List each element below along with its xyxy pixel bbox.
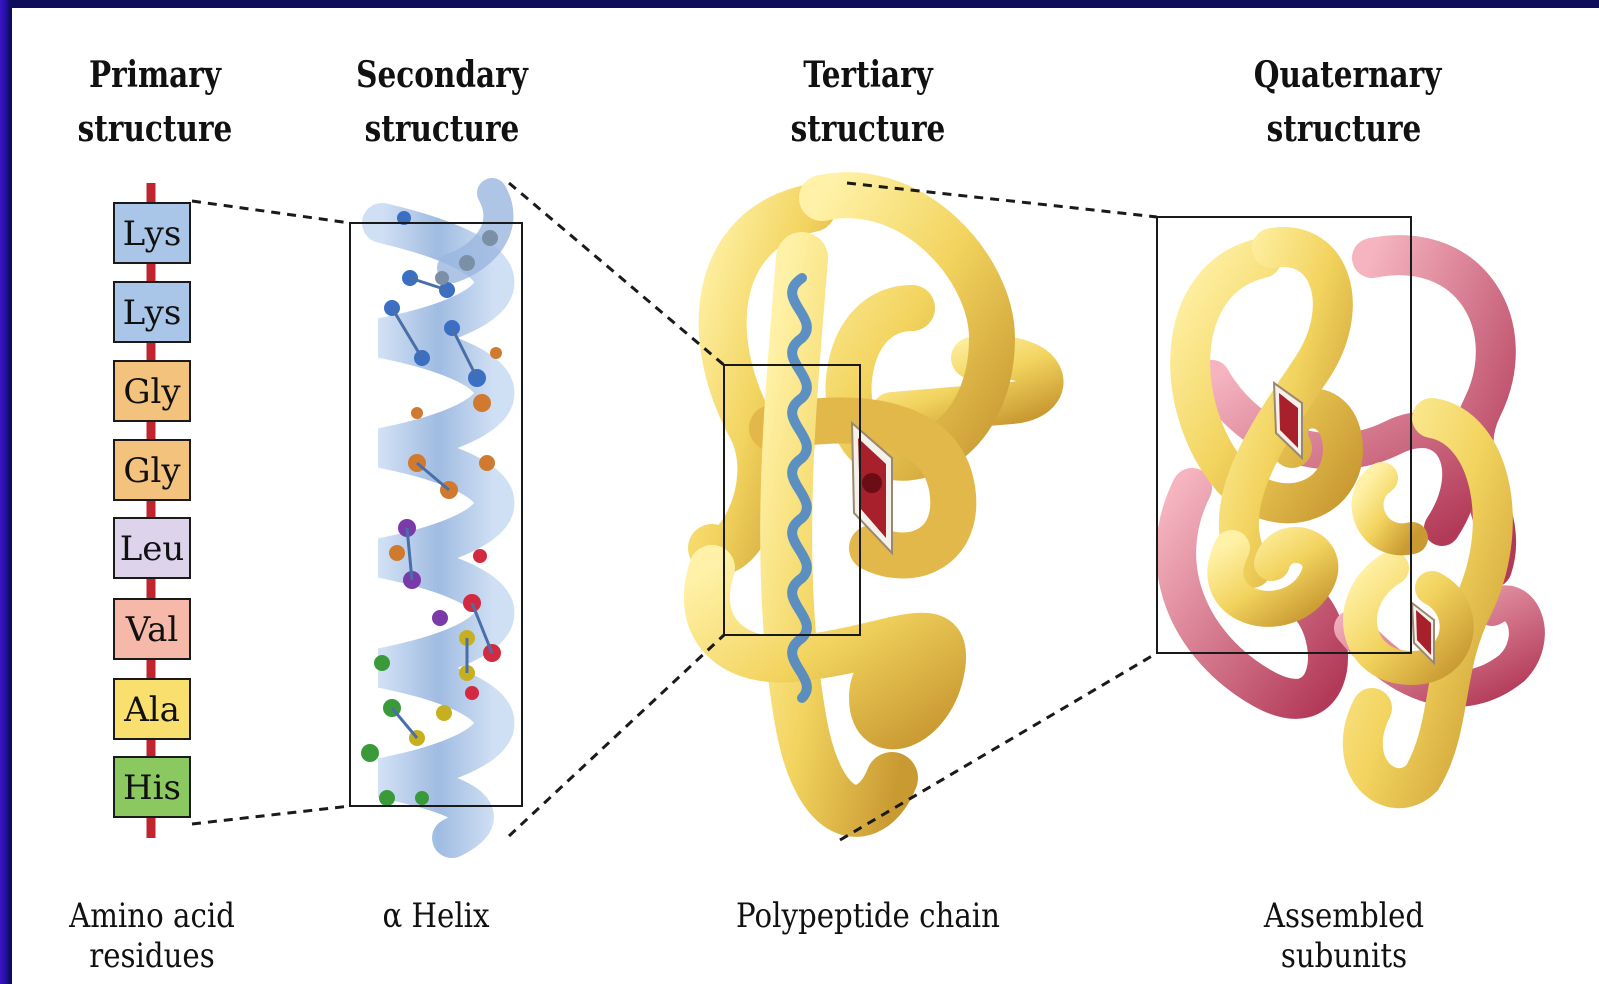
residue-box: Lys [113,281,191,343]
residue-box: His [113,756,191,818]
residue-label: Gly [123,372,180,412]
caption-polypeptide-chain: Polypeptide chain [730,896,1005,936]
structure-illustrations [12,8,1599,984]
residue-box: Gly [113,439,191,501]
alpha-helix-illustration [361,193,502,838]
assembled-subunits-illustration [1176,247,1527,788]
diagram-canvas: Primary structure Secondary structure Te… [12,8,1599,984]
caption-alpha-helix: α Helix [298,896,573,936]
caption-amino-acid-residues: Amino acid residues [14,896,289,976]
residue-label: Leu [120,529,185,569]
caption-assembled-subunits: Assembled subunits [1206,896,1481,976]
residue-label: Lys [123,293,182,333]
residue-box: Ala [113,678,191,740]
residue-label: Ala [124,690,180,730]
zoom-connectors [192,183,1157,840]
residue-label: Lys [123,214,182,254]
residue-label: Gly [123,451,180,491]
residue-box: Val [113,598,191,660]
residue-box: Lys [113,202,191,264]
residue-box: Leu [113,517,191,579]
residue-box: Gly [113,360,191,422]
residue-label: Val [126,610,179,650]
polypeptide-fold-illustration [707,195,1043,811]
residue-label: His [123,768,181,808]
